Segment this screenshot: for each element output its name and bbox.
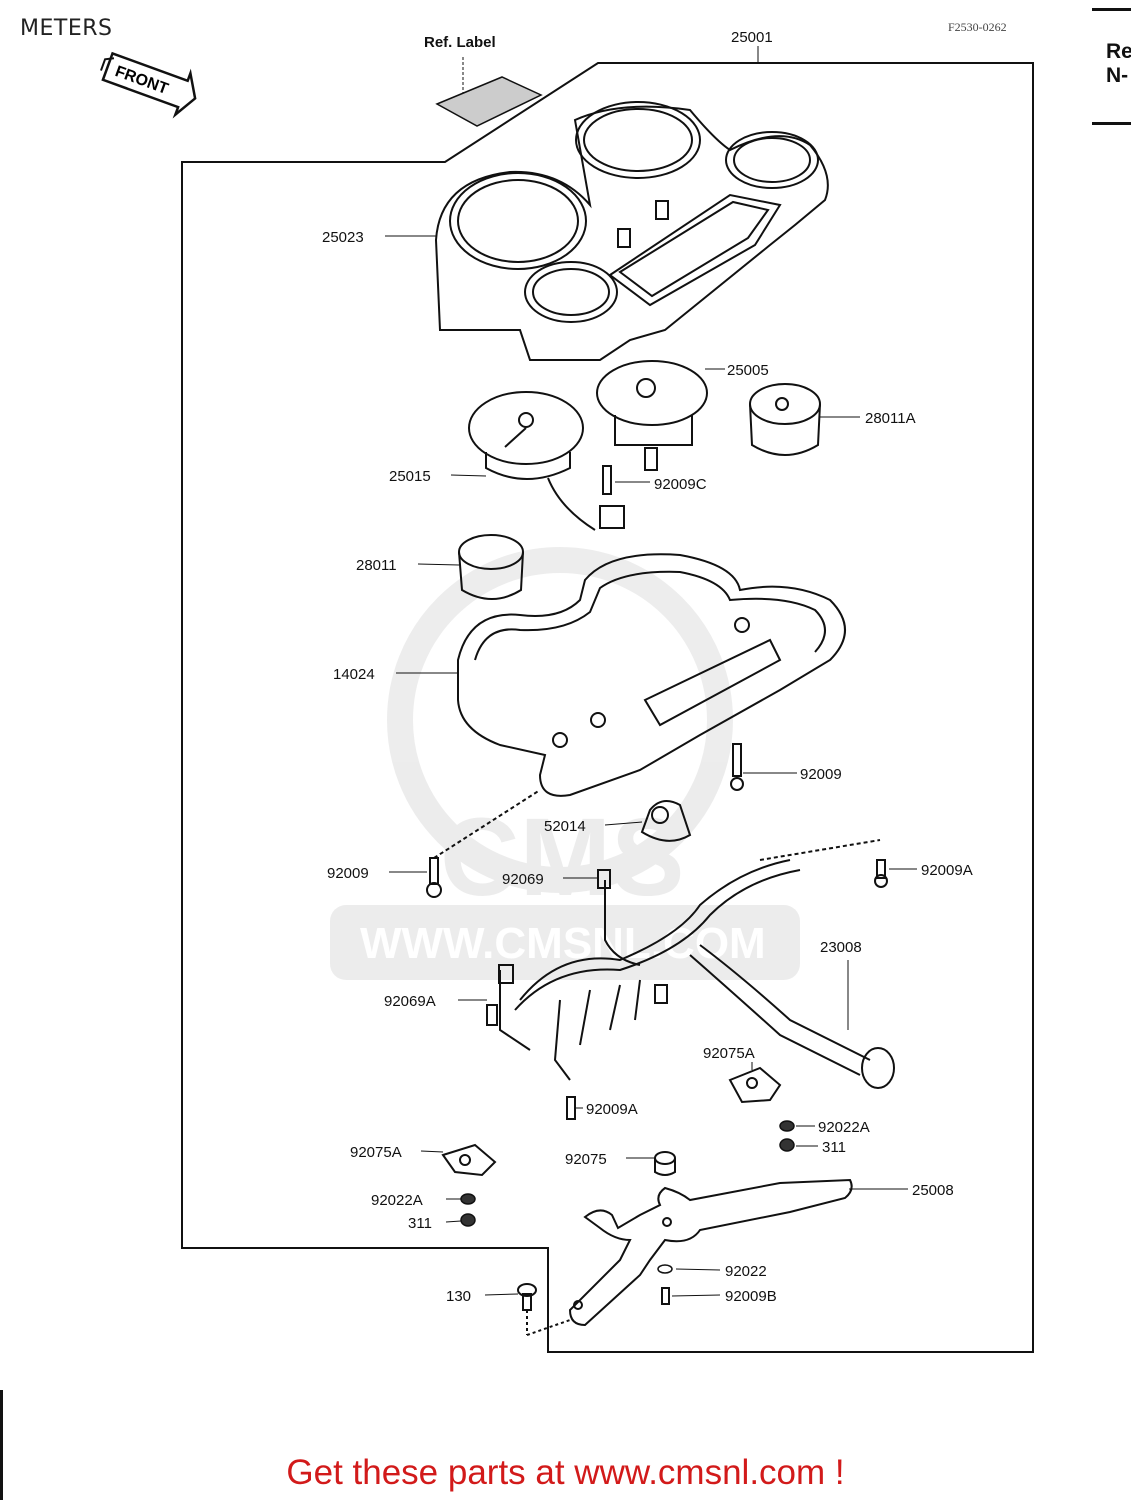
damper-92075 <box>654 1151 676 1176</box>
part-label: 92009A <box>921 862 973 879</box>
part-label: 92075A <box>350 1144 402 1161</box>
meter-case <box>457 553 846 797</box>
footer-link[interactable]: Get these parts at www.cmsnl.com ! <box>286 1453 845 1492</box>
watermark-brand: CMS <box>440 796 684 919</box>
bracket-92075a-right <box>728 1066 782 1104</box>
washer-nut-right <box>779 1120 795 1152</box>
part-label: 92009A <box>586 1101 638 1118</box>
part-label: 311 <box>822 1139 846 1156</box>
speedometer-gauge <box>596 360 708 471</box>
ref-label-sticker <box>435 76 543 127</box>
part-label: 92075A <box>703 1045 755 1062</box>
right-page-fragment: Re N- <box>1092 0 1131 140</box>
part-label: 25023 <box>322 229 364 246</box>
part-label: 92069 <box>502 871 544 888</box>
part-label: 92022A <box>371 1192 423 1209</box>
meter-bracket <box>568 1178 853 1327</box>
part-label: 130 <box>446 1288 471 1305</box>
fragment-text: N- <box>1106 64 1129 87</box>
bolt-130 <box>517 1283 571 1336</box>
part-label: 28011 <box>356 557 397 574</box>
screw-92009a-lower <box>566 1096 576 1120</box>
screw-92009-lower <box>426 789 541 898</box>
fragment-rule <box>1092 122 1131 125</box>
left-edge-rule <box>0 1390 3 1500</box>
bracket-92075a-left <box>441 1143 497 1177</box>
part-label: 92009 <box>800 766 842 783</box>
screw-92009a-right <box>874 859 888 888</box>
part-label: 92022 <box>725 1263 767 1280</box>
part-label: 92009C <box>654 476 707 493</box>
part-label: 311 <box>408 1215 432 1232</box>
part-label: 14024 <box>333 666 375 683</box>
part-label: 92075 <box>565 1151 607 1168</box>
part-label: 23008 <box>820 939 862 956</box>
front-arrow-icon: FRONT <box>100 51 197 119</box>
diagram-code: F2530-0262 <box>948 20 1007 34</box>
part-label: 92022A <box>818 1119 870 1136</box>
watermark-url: WWW.CMSNL.COM <box>360 919 766 968</box>
part-label: 92009B <box>725 1288 777 1305</box>
washer-nut-left <box>460 1193 476 1227</box>
part-label: 25001 <box>731 29 773 46</box>
part-label: 52014 <box>544 818 586 835</box>
screw-92009b <box>661 1287 670 1305</box>
meter-cover <box>434 101 829 361</box>
part-label: 25005 <box>727 362 769 379</box>
part-label: 92009 <box>327 865 369 882</box>
assembly-frame <box>181 62 1034 1353</box>
page-title: METERS <box>20 16 113 41</box>
part-label: 25008 <box>912 1182 954 1199</box>
watermark: CMS WWW.CMSNL.COM <box>330 547 800 980</box>
parts-diagram: CMS WWW.CMSNL.COM FRONT Ref. Label <box>100 29 1034 1353</box>
ref-label-text: Ref. Label <box>424 34 496 51</box>
indicator-housing-28011 <box>458 534 524 600</box>
fragment-rule <box>1092 8 1131 11</box>
part-label: 92069A <box>384 993 436 1010</box>
screw-92009-upper <box>730 743 744 791</box>
part-label: 28011A <box>865 410 916 427</box>
fragment-text: Re <box>1106 40 1131 63</box>
leader-lines <box>385 46 917 1297</box>
wire-harness <box>486 839 895 1089</box>
part-label: 25015 <box>389 468 431 485</box>
washer-92022 <box>657 1264 673 1274</box>
indicator-housing-28011A <box>749 383 821 456</box>
screw-92009c <box>599 465 625 529</box>
tachometer-gauge <box>468 391 596 531</box>
sensor-52014 <box>640 800 692 842</box>
